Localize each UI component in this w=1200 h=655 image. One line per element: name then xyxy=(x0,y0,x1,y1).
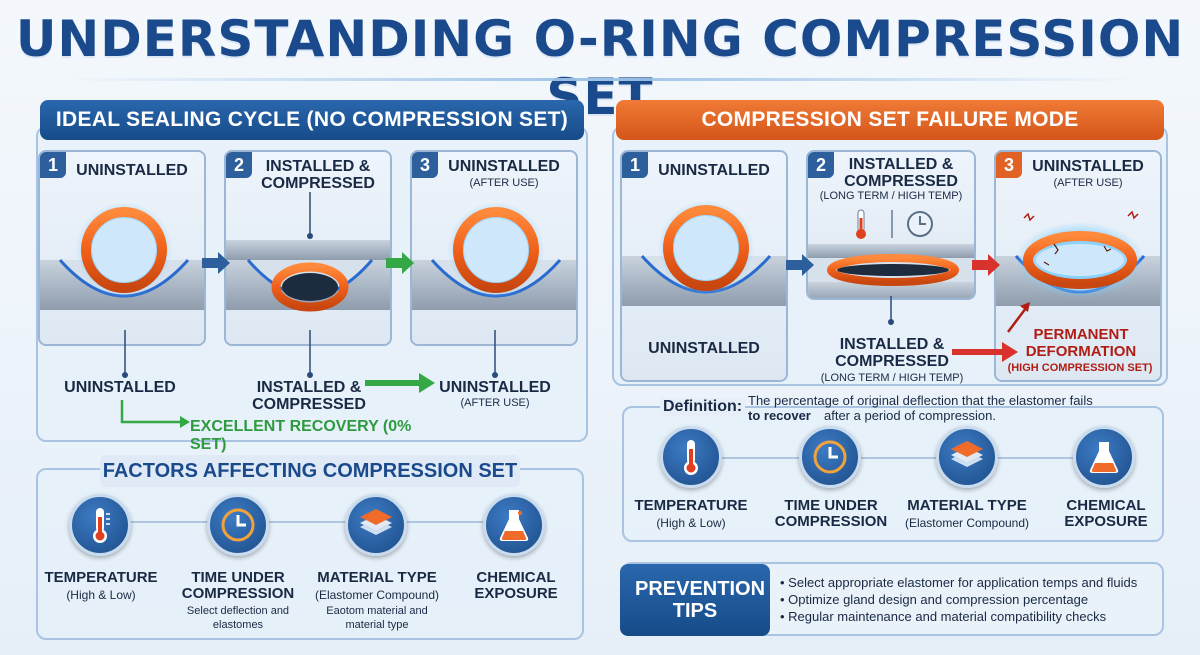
definition-text-recover: to recover xyxy=(748,408,811,423)
ideal-cycle-banner: IDEAL SEALING CYCLE (NO COMPRESSION SET) xyxy=(40,100,584,140)
tip-item: • Regular maintenance and material compa… xyxy=(780,609,1107,624)
step-number: 1 xyxy=(40,152,66,178)
factor-sub: (Elastomer Compound) xyxy=(904,516,1030,530)
title-divider xyxy=(60,78,1140,81)
card-title: INSTALLED & COMPRESSED xyxy=(844,156,958,190)
factor-sub: Select deflection and elastomes xyxy=(186,605,290,631)
factor-label: TEMPERATURE xyxy=(44,569,158,586)
definition-text-end: after a period of compression. xyxy=(824,408,996,423)
oring-recovered-illustration xyxy=(412,202,576,310)
factor-sub: (High & Low) xyxy=(66,588,136,602)
card-title: UNINSTALLED xyxy=(658,162,770,179)
factor-label: TEMPERATURE xyxy=(634,497,748,514)
card-title: UNINSTALLED xyxy=(1032,158,1144,175)
high-compression-set-label: (HIGH COMPRESSION SET) xyxy=(1007,362,1153,374)
ideal-card-uninstalled: 1 UNINSTALLED xyxy=(38,150,206,346)
clock-icon xyxy=(907,211,933,237)
card-title: UNINSTALLED xyxy=(448,158,560,175)
deformation-pointer-icon xyxy=(1007,302,1030,333)
prevention-tips-label: PREVENTION TIPS xyxy=(635,578,766,622)
factor-connector-line xyxy=(690,457,1130,459)
card-title: UNINSTALLED xyxy=(76,162,188,179)
label-uninstalled: UNINSTALLED xyxy=(64,379,176,396)
thermometer-icon xyxy=(69,494,131,556)
factor-label: CHEMICAL EXPOSURE xyxy=(1064,497,1148,530)
leader-line xyxy=(307,330,313,378)
leader-line xyxy=(122,330,128,378)
oring-uninstalled-illustration xyxy=(622,200,786,306)
page-title: UNDERSTANDING O-RING COMPRESSION SET xyxy=(15,10,1185,126)
flask-icon xyxy=(1073,426,1135,488)
tip-item: • Select appropriate elastomer for appli… xyxy=(780,575,1138,590)
thermometer-icon xyxy=(660,426,722,488)
recovery-bracket-icon xyxy=(120,400,190,428)
flask-icon xyxy=(483,494,545,556)
factor-connector-line xyxy=(90,521,540,523)
card-title: INSTALLED & COMPRESSED xyxy=(261,158,375,192)
arrow-right-icon xyxy=(386,252,414,274)
factor-label: TIME UNDER COMPRESSION xyxy=(181,569,295,602)
step-number: 3 xyxy=(412,152,438,178)
factors-panel-left xyxy=(36,468,584,640)
leader-line xyxy=(492,330,498,378)
failure-card-after-use: 3 UNINSTALLED (AFTER USE) xyxy=(994,150,1162,382)
label-uninstalled-after: UNINSTALLED xyxy=(439,379,551,396)
clock-icon xyxy=(207,494,269,556)
definition-text: The percentage of original deflection th… xyxy=(748,393,1093,408)
tip-item: • Optimize gland design and compression … xyxy=(780,592,1089,607)
factor-label: MATERIAL TYPE xyxy=(907,497,1027,514)
card-subtitle: (AFTER USE) xyxy=(469,177,539,189)
step-number: 3 xyxy=(996,152,1022,178)
ideal-card-after-use: 3 UNINSTALLED (AFTER USE) xyxy=(410,150,578,346)
failure-card-uninstalled: 1 UNINSTALLED UNINSTALLED xyxy=(620,150,788,382)
card-subtitle: (LONG TERM / HIGH TEMP) xyxy=(819,190,963,202)
factors-title: FACTORS AFFECTING COMPRESSION SET xyxy=(100,455,520,487)
arrow-right-icon xyxy=(786,254,814,276)
definition-label: Definition: xyxy=(660,398,746,416)
step-number: 2 xyxy=(808,152,834,178)
card-bottom-label: UNINSTALLED xyxy=(648,340,760,357)
factor-label: TIME UNDER COMPRESSION xyxy=(774,497,888,530)
recovery-arrow-icon xyxy=(365,373,435,393)
factor-label: CHEMICAL EXPOSURE xyxy=(474,569,558,602)
oring-compressed-longterm-illustration xyxy=(808,209,974,298)
step-number: 1 xyxy=(622,152,648,178)
leader-line xyxy=(888,296,894,325)
factor-extra: Eaotom material and material type xyxy=(326,605,428,631)
clock-icon xyxy=(799,426,861,488)
oring-uninstalled-illustration xyxy=(40,202,204,310)
failure-mode-banner: COMPRESSION SET FAILURE MODE xyxy=(616,100,1164,140)
factor-sub: (High & Low) xyxy=(656,516,726,530)
card-subtitle: (AFTER USE) xyxy=(1053,177,1123,189)
tip-text: Select appropriate elastomer for applica… xyxy=(788,575,1138,590)
prevention-tips-list: • Select appropriate elastomer for appli… xyxy=(780,574,1160,625)
label-installed-compressed-longterm: INSTALLED & COMPRESSED xyxy=(835,336,949,370)
arrow-right-icon xyxy=(202,252,230,274)
ideal-card-installed: 2 INSTALLED & COMPRESSED xyxy=(224,150,392,346)
permanent-deformation-label: PERMANENT DEFORMATION xyxy=(1025,326,1137,360)
prevention-tips-badge: PREVENTION TIPS xyxy=(620,564,770,636)
deformation-arrow-icon xyxy=(952,342,1018,362)
layers-icon xyxy=(936,426,998,488)
oring-deformed-illustration xyxy=(996,210,1160,306)
layers-icon xyxy=(345,494,407,556)
label-longterm-hightemp: (LONG TERM / HIGH TEMP) xyxy=(820,372,964,384)
tip-text: Regular maintenance and material compati… xyxy=(788,609,1107,624)
label-after-use: (AFTER USE) xyxy=(460,397,530,409)
tip-text: Optimize gland design and compression pe… xyxy=(788,592,1089,607)
oring-compressed-illustration xyxy=(226,192,390,312)
factor-label: MATERIAL TYPE xyxy=(317,569,437,586)
label-installed-compressed: INSTALLED & COMPRESSED xyxy=(252,379,366,413)
step-number: 2 xyxy=(226,152,252,178)
factor-sub: (Elastomer Compound) xyxy=(314,588,440,602)
thermometer-icon xyxy=(856,209,866,239)
failure-card-installed: 2 INSTALLED & COMPRESSED (LONG TERM / HI… xyxy=(806,150,976,300)
arrow-right-icon xyxy=(972,254,1000,276)
recovery-label: EXCELLENT RECOVERY (0% SET) xyxy=(190,418,412,453)
